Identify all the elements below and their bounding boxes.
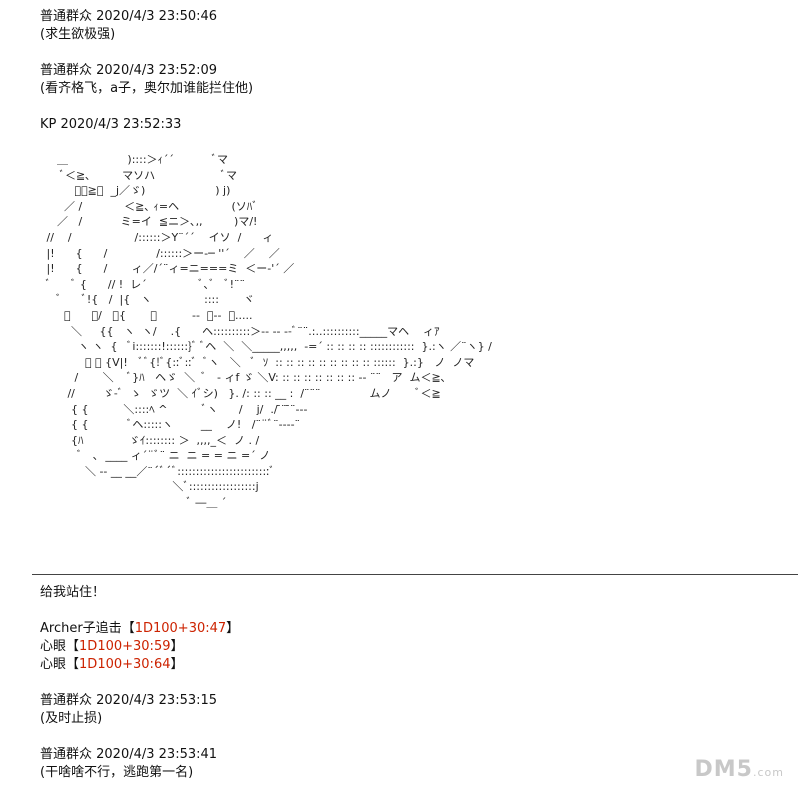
chat-log-bottom: 给我站住！ Archer子追击【1D100+30:47】 心眼【1D100+30… xyxy=(40,584,790,782)
roll-result: 1D100+30:59 xyxy=(79,639,171,654)
dice-roll: 心眼【1D100+30:59】 xyxy=(40,639,184,654)
message-text: (干啥啥不行，逃跑第一名) xyxy=(40,765,194,780)
message-header: 普通群众 2020/4/3 23:53:15 xyxy=(40,693,218,708)
message-text: (及时止损) xyxy=(40,711,103,726)
chat-log-top: 普通群众 2020/4/3 23:50:46 (求生欲极强) 普通群众 2020… xyxy=(40,8,790,134)
dice-roll: 心眼【1D100+30:64】 xyxy=(40,657,184,672)
message-header: 普通群众 2020/4/3 23:52:09 xyxy=(40,63,218,78)
message-text: (看齐格飞，a子，奥尔加谁能拦住他) xyxy=(40,81,254,96)
roll-result: 1D100+30:64 xyxy=(79,657,171,672)
message-text: (求生欲极强) xyxy=(40,27,116,42)
message-header: 普通群众 2020/4/3 23:53:41 xyxy=(40,747,218,762)
message-header: 普通群众 2020/4/3 23:50:46 xyxy=(40,9,218,24)
message-header: KP 2020/4/3 23:52:33 xyxy=(40,117,182,132)
ascii-art: ＿ )::::＞ｨ´´ ﾞマ ﾞ＜≧､ マソハ ﾞマ ﾞ＜≧､ _j／ゞ) ) … xyxy=(42,153,492,510)
divider xyxy=(32,574,798,575)
action-text: 给我站住！ xyxy=(40,585,106,600)
site-watermark: DM5.com xyxy=(694,757,784,782)
dice-roll: Archer子追击【1D100+30:47】 xyxy=(40,621,240,636)
roll-result: 1D100+30:47 xyxy=(134,621,227,636)
